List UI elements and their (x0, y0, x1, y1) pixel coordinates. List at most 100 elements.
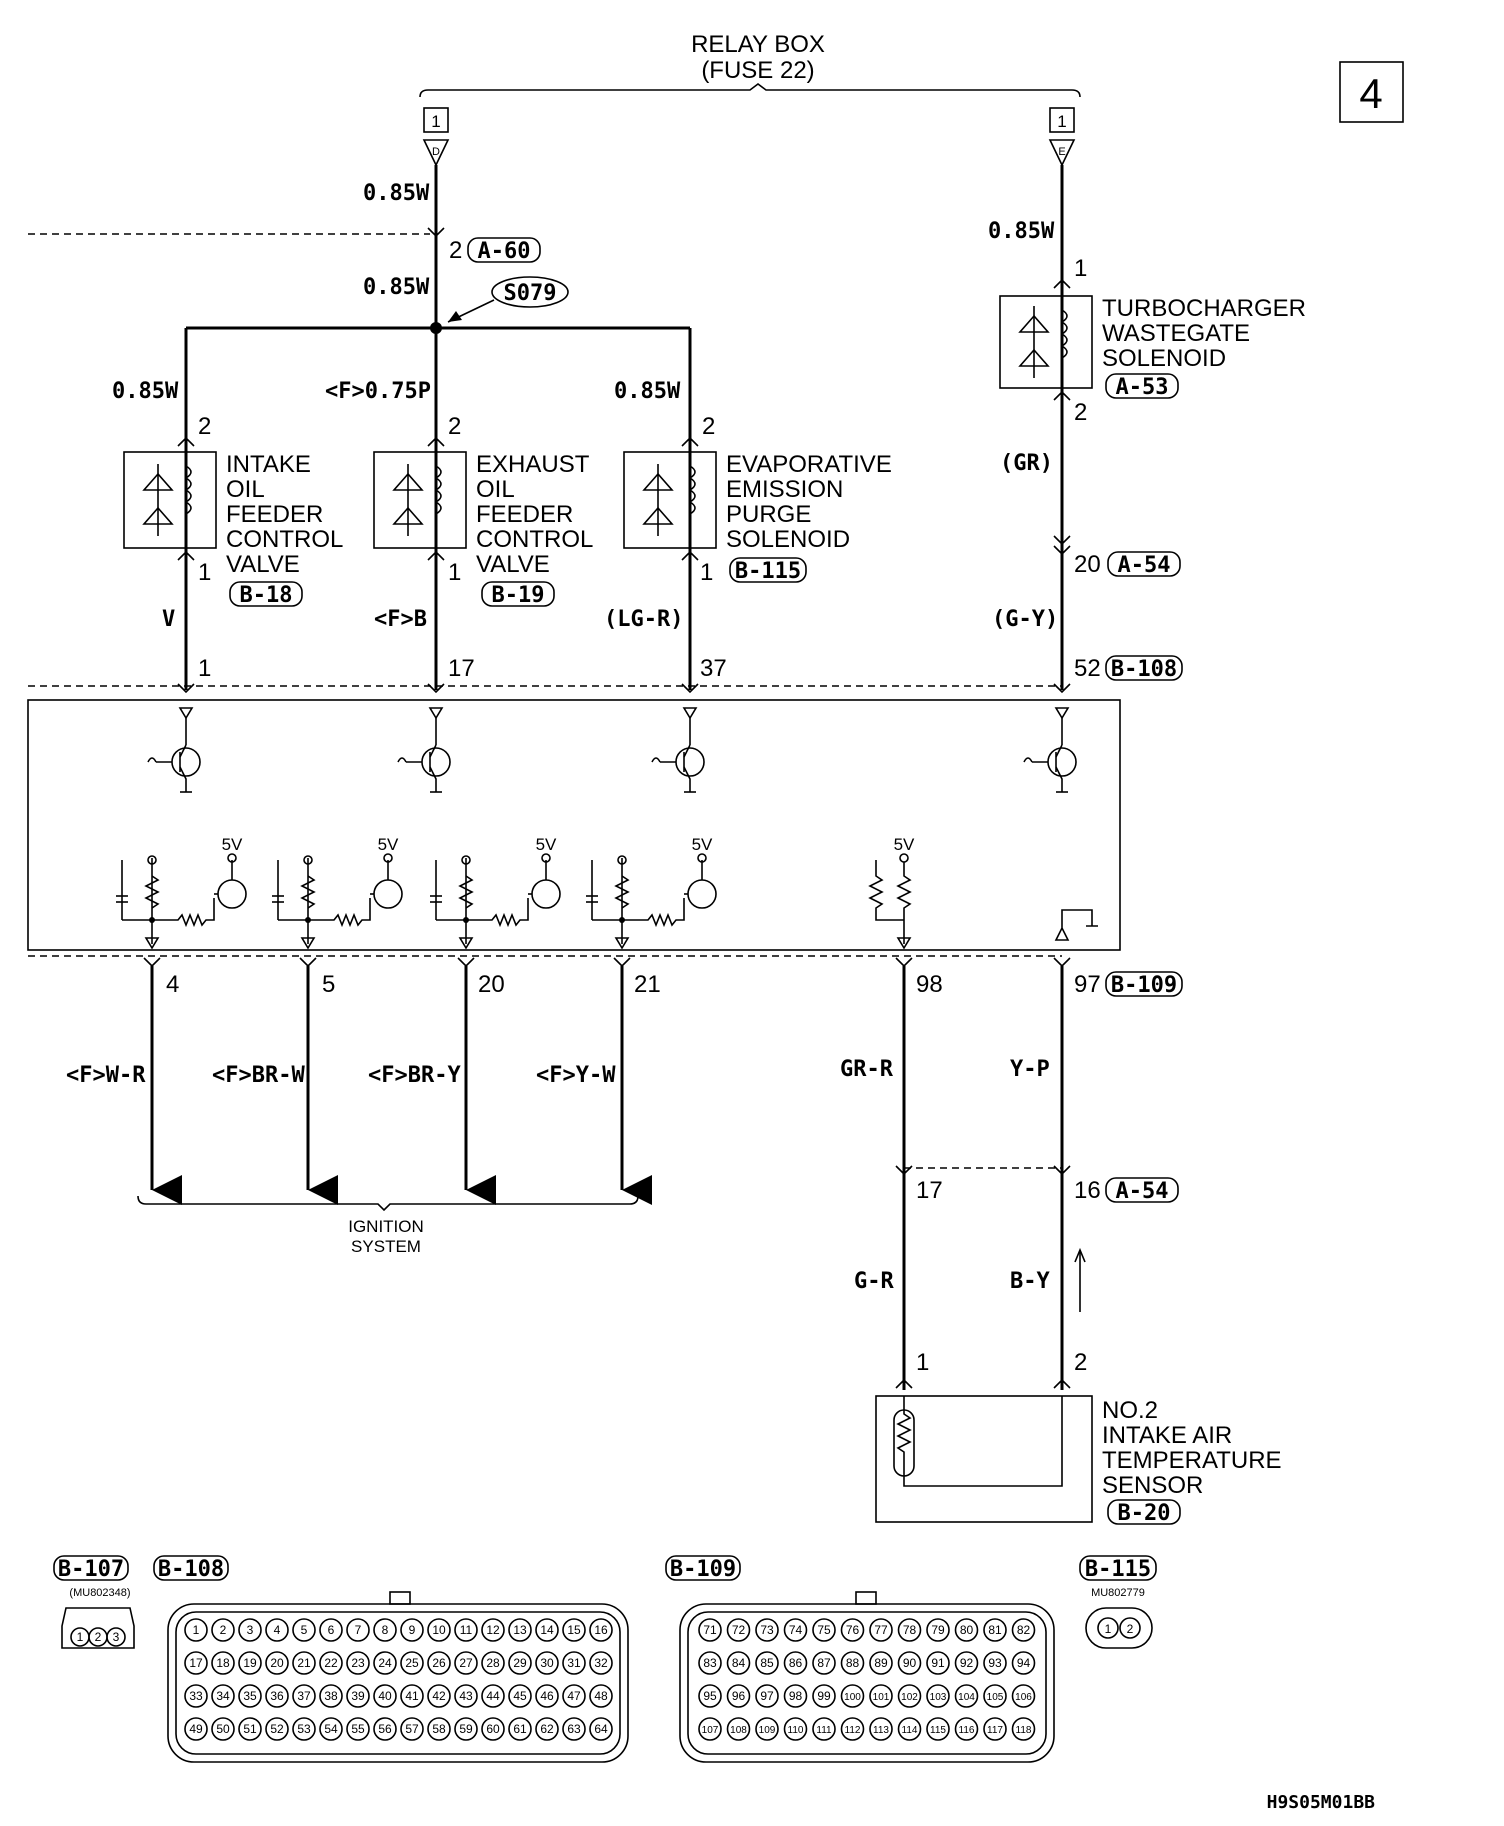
connector-chevron (143, 957, 1071, 968)
wire-sensor-1-lower-label: G-R (854, 1269, 894, 1294)
pin-circle (508, 1618, 532, 1642)
pin-number: 101 (873, 1692, 890, 1703)
pin-circle (373, 1717, 397, 1741)
ecu-drivers (147, 707, 1077, 793)
terminal-d-triangle (422, 139, 450, 167)
wire-e-top-label: 0.85W (988, 219, 1055, 244)
pin-circle (1011, 1684, 1036, 1708)
pin-circle (238, 1684, 262, 1708)
ecu-pin-5: 5 (322, 971, 335, 998)
pin-d-a60: 2 (449, 237, 462, 264)
view-b107-pins: 1 2 3 (70, 1627, 126, 1647)
pin-circle (346, 1717, 370, 1741)
pin-number: 37 (297, 1689, 311, 1703)
ecu-pin-4: 4 (166, 971, 179, 998)
pin-circle (292, 1684, 316, 1708)
pin-number: 52 (270, 1722, 284, 1736)
view-b115-shell (1085, 1607, 1153, 1649)
connector-b19-box (481, 581, 555, 607)
pin-number: 104 (958, 1692, 975, 1703)
pin-sensor-2: 2 (1074, 1349, 1087, 1376)
wire-d-mid-label: 0.85W (363, 275, 430, 300)
pin-number: 9 (409, 1623, 416, 1637)
terminal-d-box (423, 107, 449, 133)
pin-number: 87 (817, 1656, 831, 1670)
pin-intake-in: 2 (198, 413, 211, 440)
terminal-d-number: 1 (431, 112, 440, 131)
pin-circle (535, 1684, 559, 1708)
ignition-system-1: IGNITION (348, 1217, 424, 1236)
pin-circle (698, 1717, 722, 1741)
connector-chevron (1053, 390, 1071, 401)
view-b109-key (855, 1591, 877, 1605)
view-b107-part: (MU802348) (69, 1587, 130, 1599)
wire-sensor-2-upper-label: Y-P (1010, 1057, 1050, 1082)
wire-turbo-mid-label: (GR) (1000, 451, 1053, 476)
connector-b20-box (1107, 1499, 1181, 1525)
ecu-ignition-circuits: 5V 5V 5V (116, 835, 1098, 950)
pin-number: 13 (513, 1623, 527, 1637)
ecu-pin-98: 98 (916, 971, 943, 998)
pin-number: 64 (594, 1722, 608, 1736)
splice-box (491, 276, 569, 308)
pin-number: 1 (193, 1623, 200, 1637)
ecu-pin-37: 37 (700, 655, 727, 682)
view-b108-label-box (153, 1555, 229, 1581)
connector-b18-box (229, 581, 303, 607)
pin-number: 12 (486, 1623, 500, 1637)
pin-circle (454, 1618, 478, 1642)
pin-number: 14 (540, 1623, 554, 1637)
pin-circle (1011, 1717, 1036, 1741)
pin-number: 50 (216, 1722, 230, 1736)
exhaust-coil-icon (434, 465, 442, 515)
turbo-name-1: TURBOCHARGER (1102, 295, 1306, 322)
pin-number: 21 (297, 1656, 311, 1670)
pin-turbo-a54: 20 (1074, 551, 1101, 578)
pin-number: 85 (760, 1656, 774, 1670)
intake-name-1: INTAKE (226, 451, 311, 478)
pin-circle (926, 1618, 950, 1642)
pin-circle (400, 1651, 424, 1675)
intake-name-4: CONTROL (226, 526, 343, 553)
pin-number: 18 (216, 1656, 230, 1670)
exhaust-name-5: VALVE (476, 551, 550, 578)
pin-number: 83 (703, 1656, 717, 1670)
pin-circle (926, 1717, 950, 1741)
pin-circle (184, 1651, 208, 1675)
pin-number: 58 (432, 1722, 446, 1736)
pin-circle (726, 1618, 751, 1642)
connector-chevron (427, 550, 445, 561)
pin-number: 23 (351, 1656, 365, 1670)
wire-d-top-label: 0.85W (363, 181, 430, 206)
pin-number: 5 (301, 1623, 308, 1637)
pin-number: 75 (817, 1623, 831, 1637)
pin-number: 48 (594, 1689, 608, 1703)
connector-chevron (895, 1165, 1071, 1176)
pin-circle (238, 1618, 262, 1642)
pin-number: 89 (874, 1656, 888, 1670)
pin-number: 90 (903, 1656, 917, 1670)
svg-text:1: 1 (1105, 1622, 1112, 1636)
connector-a60: A-60 (478, 239, 531, 264)
pin-circle (926, 1684, 950, 1708)
splice-arrow (448, 311, 462, 322)
pin-number: 36 (270, 1689, 284, 1703)
pin-number: 11 (460, 1623, 473, 1637)
pin-number: 71 (703, 1623, 717, 1637)
connector-chevron (427, 436, 445, 447)
pin-circle (373, 1618, 397, 1642)
connector-a54: A-54 (1118, 553, 1171, 578)
pin-a54-16: 16 (1074, 1177, 1101, 1204)
intake-coil-icon (184, 465, 192, 515)
pin-circle (454, 1684, 478, 1708)
connector-chevron (427, 227, 445, 238)
pin-circle (783, 1651, 808, 1675)
pin-number: 42 (432, 1689, 446, 1703)
page-number-box (1339, 61, 1404, 123)
turbo-name-3: SOLENOID (1102, 345, 1226, 372)
pin-number: 63 (567, 1722, 581, 1736)
diagram-code: H9S05M01BB (1267, 1792, 1376, 1813)
pin-circle (238, 1651, 262, 1675)
pin-circle (265, 1651, 289, 1675)
